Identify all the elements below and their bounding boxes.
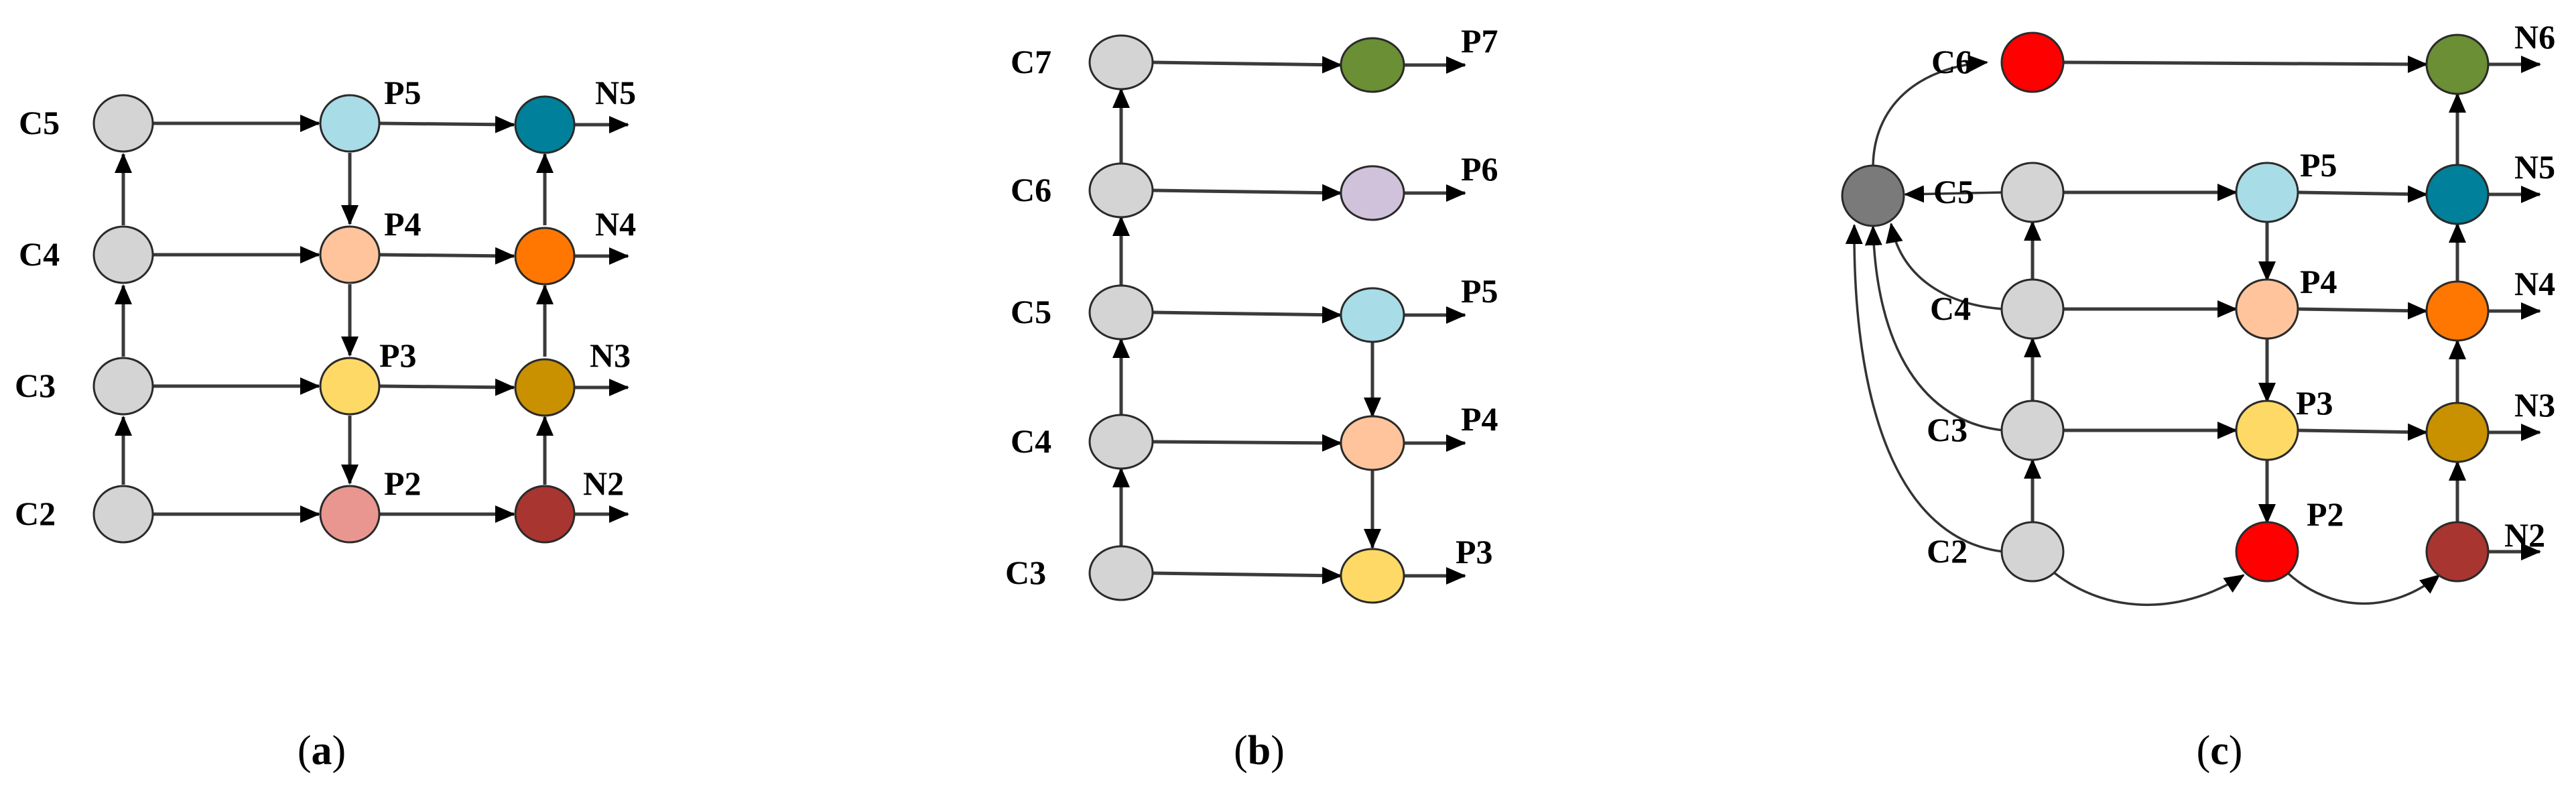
node-p2 — [319, 485, 381, 544]
node-n5 — [2425, 164, 2490, 225]
node-p5 — [319, 94, 381, 153]
label-n4: N4 — [2514, 265, 2555, 302]
node-p4 — [1340, 415, 1405, 471]
label-p5: P5 — [384, 74, 422, 111]
node-n6 — [2425, 34, 2490, 95]
node-c4 — [92, 225, 154, 284]
label-n2: N2 — [2504, 516, 2545, 554]
label-p5: P5 — [1461, 272, 1498, 310]
edge-c6-n6 — [2063, 55, 2428, 73]
edge-c5-hub — [1904, 185, 2004, 203]
node-c3 — [1088, 545, 1154, 601]
node-p7 — [1340, 37, 1405, 93]
edge-c4-hub — [1885, 223, 2004, 310]
node-n5 — [514, 95, 576, 154]
label-p3: P3 — [2296, 384, 2333, 422]
edge-p2-n2 — [2287, 572, 2441, 605]
edge-c3-hub — [1864, 225, 2004, 432]
node-p5 — [2235, 162, 2299, 223]
edge-c3-p3 — [1152, 566, 1342, 585]
label-c3: C3 — [1927, 411, 1968, 448]
label-n5: N5 — [595, 74, 636, 111]
label-c4: C4 — [1930, 290, 1971, 327]
node-p2 — [2235, 521, 2299, 583]
label-c5: C5 — [1011, 293, 1051, 330]
node-n2 — [514, 485, 576, 544]
panel-b: C7 C6 C5 C4 C3 P7 P6 P5 P4 P3 (b) — [1005, 22, 1498, 774]
label-p4: P4 — [1461, 400, 1498, 438]
node-n4 — [2425, 280, 2490, 342]
node-n4 — [514, 227, 576, 286]
node-p3 — [2235, 400, 2299, 461]
edge-p5-n5 — [379, 115, 515, 133]
label-n5: N5 — [2514, 148, 2555, 186]
edge-c7-p7 — [1152, 56, 1342, 74]
edge-p3-n3 — [2297, 423, 2428, 441]
node-c5 — [2000, 162, 2065, 223]
panel-a: C5 C4 C3 C2 P5 P4 P3 P2 N5 N4 N3 N2 (a) — [15, 74, 636, 774]
label-c5: C5 — [1933, 173, 1974, 210]
label-n2: N2 — [583, 465, 624, 502]
edge-p5-n5 — [2297, 185, 2428, 203]
label-n3: N3 — [590, 337, 631, 374]
node-p5 — [1340, 287, 1405, 343]
label-c3: C3 — [1005, 554, 1046, 591]
node-p4 — [2235, 278, 2299, 340]
label-p3: P3 — [1456, 533, 1493, 570]
node-n2 — [2425, 521, 2490, 583]
edge-p3-n3 — [379, 378, 515, 396]
edge-p4-n4 — [379, 247, 515, 265]
label-c2: C2 — [15, 495, 56, 532]
node-c4 — [2000, 278, 2065, 340]
edge-hub-c6 — [1872, 54, 1988, 168]
node-p6 — [1340, 165, 1405, 221]
node-c6 — [1088, 162, 1154, 219]
label-c7: C7 — [1011, 43, 1051, 80]
label-c4: C4 — [1011, 422, 1051, 460]
caption-a: (a) — [298, 728, 346, 774]
label-p3: P3 — [379, 337, 417, 374]
label-c2: C2 — [1927, 532, 1968, 570]
caption-b: (b) — [1234, 728, 1285, 774]
label-p7: P7 — [1461, 22, 1498, 60]
node-p3 — [319, 357, 381, 416]
node-c3 — [92, 357, 154, 416]
label-p4: P4 — [2300, 263, 2337, 300]
edge-c2-p2 — [2053, 572, 2245, 606]
edge-c6-p6 — [1152, 184, 1342, 202]
label-n4: N4 — [595, 205, 636, 243]
label-p6: P6 — [1461, 150, 1498, 188]
label-p5: P5 — [2300, 146, 2337, 184]
label-c6: C6 — [1931, 43, 1972, 80]
node-c5 — [1088, 284, 1154, 341]
node-hub — [1841, 164, 1905, 227]
label-c6: C6 — [1011, 171, 1051, 208]
label-n3: N3 — [2514, 386, 2555, 424]
label-c3: C3 — [15, 367, 56, 404]
node-c2 — [92, 485, 154, 544]
edge-c4-p4 — [1152, 434, 1342, 452]
label-p4: P4 — [384, 205, 422, 243]
label-c5: C5 — [19, 104, 60, 141]
edge-p4-n4 — [2297, 302, 2428, 320]
edge-c2-hub — [1845, 224, 2004, 553]
label-n6: N6 — [2514, 18, 2555, 56]
panel-c: C6 C5 C4 C3 C2 P5 P4 P3 P2 N6 N5 N4 N3 N… — [1841, 18, 2555, 774]
node-n3 — [2425, 402, 2490, 463]
node-p4 — [319, 225, 381, 284]
node-c5 — [92, 94, 154, 153]
node-p3 — [1340, 548, 1405, 604]
label-p2: P2 — [384, 465, 422, 502]
node-c3 — [2000, 400, 2065, 461]
label-c4: C4 — [19, 235, 60, 273]
node-c4 — [1088, 414, 1154, 470]
caption-c: (c) — [2197, 728, 2243, 774]
node-c7 — [1088, 34, 1154, 90]
node-c6 — [2000, 32, 2065, 93]
node-c2 — [2000, 521, 2065, 583]
edge-c5-p5 — [1152, 306, 1342, 324]
label-p2: P2 — [2307, 495, 2344, 533]
node-n3 — [514, 358, 576, 417]
